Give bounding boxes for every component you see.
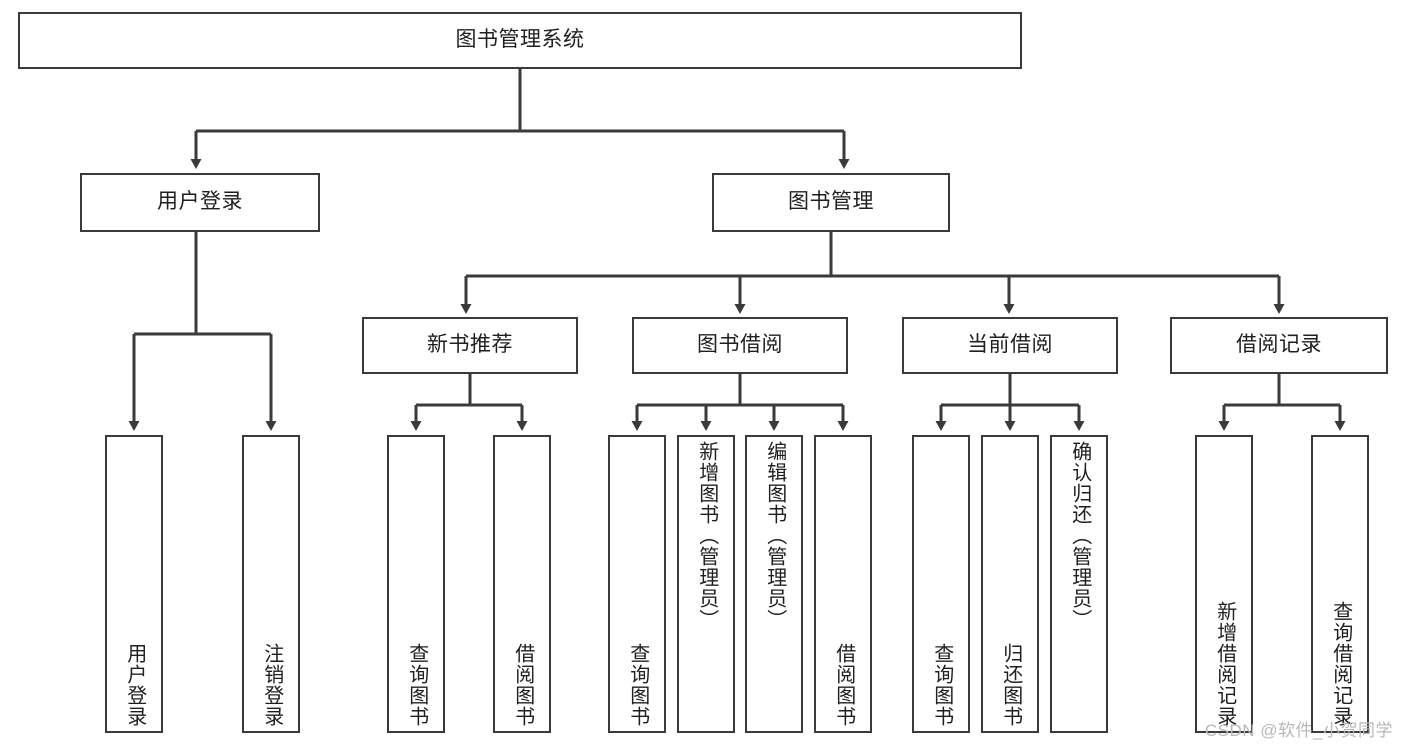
node-root[interactable]: 图书管理系统	[18, 12, 1022, 69]
leaf-current-query-book[interactable]: 查询图书	[912, 435, 970, 733]
leaf-recommend-borrow-book-label: 借阅图书	[511, 643, 534, 727]
leaf-borrow-add-book[interactable]: 新增图书（管理员）	[677, 435, 735, 733]
node-book-management[interactable]: 图书管理	[712, 173, 950, 232]
node-book-borrow[interactable]: 图书借阅	[632, 317, 848, 374]
leaf-current-return-book[interactable]: 归还图书	[981, 435, 1039, 733]
node-new-book-recommend[interactable]: 新书推荐	[362, 317, 578, 374]
leaf-user-login-logout[interactable]: 注销登录	[242, 435, 300, 733]
node-current-borrow-label: 当前借阅	[967, 333, 1053, 357]
leaf-borrow-borrow-book-label: 借阅图书	[832, 643, 855, 727]
leaf-current-confirm-return-label: 确认归还（管理员）	[1068, 441, 1091, 630]
leaf-current-confirm-return[interactable]: 确认归还（管理员）	[1050, 435, 1108, 733]
leaf-borrow-query-book[interactable]: 查询图书	[608, 435, 666, 733]
leaf-record-add-record[interactable]: 新增借阅记录	[1195, 435, 1253, 733]
leaf-user-login-login[interactable]: 用户登录	[105, 435, 163, 733]
leaf-recommend-borrow-book[interactable]: 借阅图书	[493, 435, 551, 733]
leaf-borrow-edit-book-label: 编辑图书（管理员）	[763, 441, 786, 630]
leaf-recommend-query-book-label: 查询图书	[405, 643, 428, 727]
node-user-login-label: 用户登录	[157, 190, 243, 214]
node-root-label: 图书管理系统	[455, 28, 585, 52]
leaf-borrow-add-book-label: 新增图书（管理员）	[695, 441, 718, 630]
node-book-borrow-label: 图书借阅	[697, 333, 783, 357]
node-borrow-record-label: 借阅记录	[1236, 333, 1322, 357]
leaf-user-login-logout-label: 注销登录	[260, 643, 283, 727]
watermark-text: CSDN @软件_小贺同学	[1204, 721, 1393, 740]
node-current-borrow[interactable]: 当前借阅	[902, 317, 1118, 374]
leaf-recommend-query-book[interactable]: 查询图书	[387, 435, 445, 733]
leaf-record-query-record-label: 查询借阅记录	[1329, 601, 1352, 727]
node-user-login[interactable]: 用户登录	[80, 173, 320, 232]
leaf-current-query-book-label: 查询图书	[930, 643, 953, 727]
leaf-current-return-book-label: 归还图书	[999, 643, 1022, 727]
node-new-book-recommend-label: 新书推荐	[427, 333, 513, 357]
leaf-borrow-query-book-label: 查询图书	[626, 643, 649, 727]
node-borrow-record[interactable]: 借阅记录	[1170, 317, 1388, 374]
leaf-user-login-login-label: 用户登录	[123, 643, 146, 727]
leaf-record-query-record[interactable]: 查询借阅记录	[1311, 435, 1369, 733]
leaf-borrow-borrow-book[interactable]: 借阅图书	[814, 435, 872, 733]
leaf-record-add-record-label: 新增借阅记录	[1213, 601, 1236, 727]
leaf-borrow-edit-book[interactable]: 编辑图书（管理员）	[745, 435, 803, 733]
node-book-management-label: 图书管理	[788, 190, 874, 214]
